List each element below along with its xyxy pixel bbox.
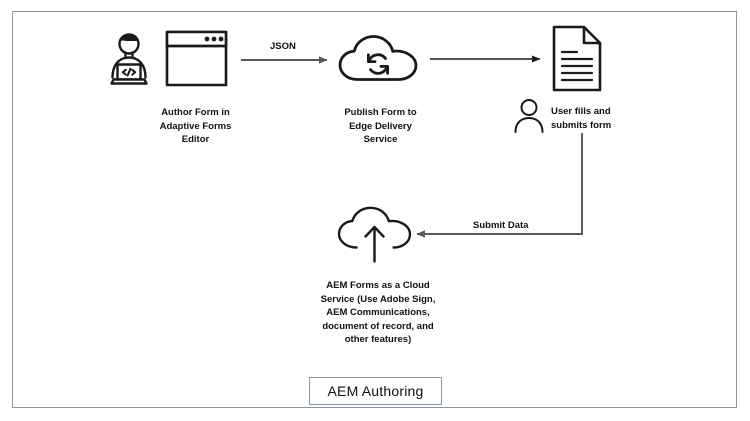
browser-window-icon <box>165 30 228 87</box>
diagram-title-box: AEM Authoring <box>309 377 442 405</box>
user-person-icon <box>510 98 548 134</box>
document-icon <box>551 25 603 92</box>
caption-author: Author Form in Adaptive Forms Editor <box>159 107 232 145</box>
edge-label-submit-data: Submit Data <box>473 220 529 231</box>
edge-label-json: JSON <box>270 41 296 52</box>
developer-with-laptop-icon <box>104 31 154 89</box>
diagram-title: AEM Authoring <box>327 383 424 399</box>
caption-publish: Publish Form to Edge Delivery Service <box>344 107 417 145</box>
cloud-upload-icon <box>335 206 415 264</box>
caption-aem-forms-cloud: AEM Forms as a Cloud Service (Use Adobe … <box>320 280 436 345</box>
cloud-sync-icon <box>337 34 423 86</box>
caption-user: User fills and submits form <box>551 106 612 131</box>
